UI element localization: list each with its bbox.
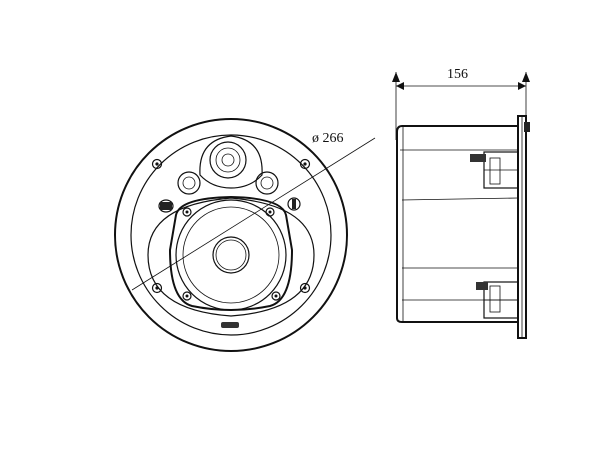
small-driver-right <box>255 171 279 195</box>
side-view: 156 <box>392 67 530 339</box>
woofer-housing <box>147 195 315 317</box>
control-right <box>287 197 301 211</box>
front-view: ø 266 <box>114 118 376 352</box>
lower-clamp <box>476 281 519 319</box>
depth-label: 156 <box>447 67 468 82</box>
inner-bezel <box>130 134 332 336</box>
upper-clamp <box>470 151 519 189</box>
diameter-leader-line <box>131 137 376 291</box>
depth-arrow-right <box>518 82 526 90</box>
small-driver-left <box>177 171 201 195</box>
depth-arrow-left <box>396 82 404 90</box>
tweeter-assembly <box>199 135 263 189</box>
outer-bezel <box>114 118 348 352</box>
bottom-tab <box>221 322 239 328</box>
diameter-label: ø 266 <box>312 131 344 146</box>
control-left <box>158 199 174 213</box>
